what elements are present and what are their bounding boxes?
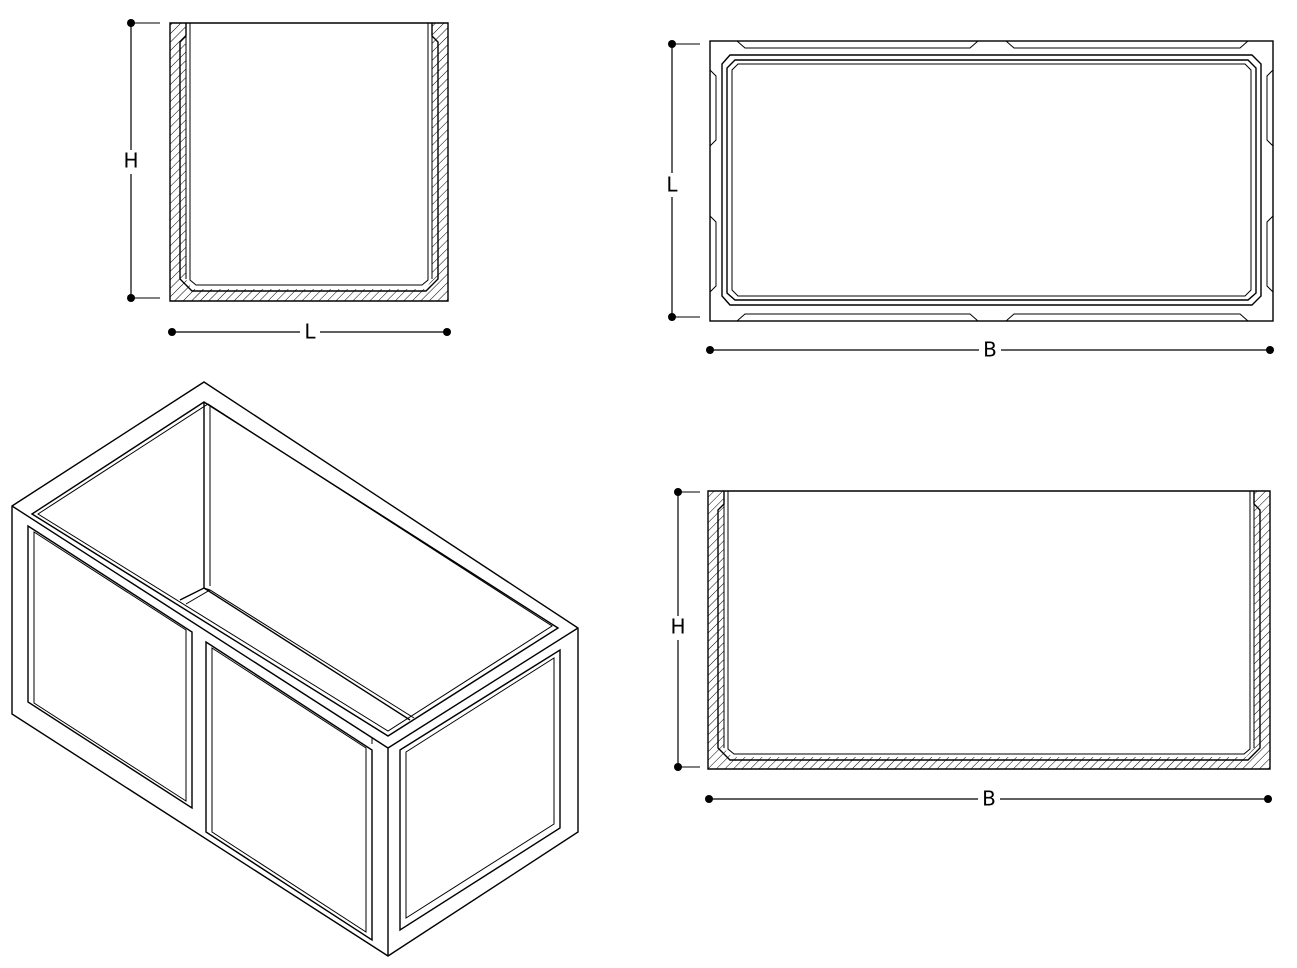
front-width-label: B — [982, 787, 996, 811]
side-length-label: L — [304, 320, 316, 344]
isometric-view — [11, 381, 579, 957]
plan-length-label: L — [666, 173, 678, 197]
plan-width-label: B — [983, 338, 997, 362]
front-height-label: H — [670, 615, 685, 639]
side-height-label: H — [123, 149, 138, 173]
top-plan-view: L B — [661, 40, 1274, 362]
front-section-view: H B — [667, 488, 1272, 811]
side-section-view: H L — [120, 19, 451, 344]
front-section-wall — [708, 491, 1270, 769]
